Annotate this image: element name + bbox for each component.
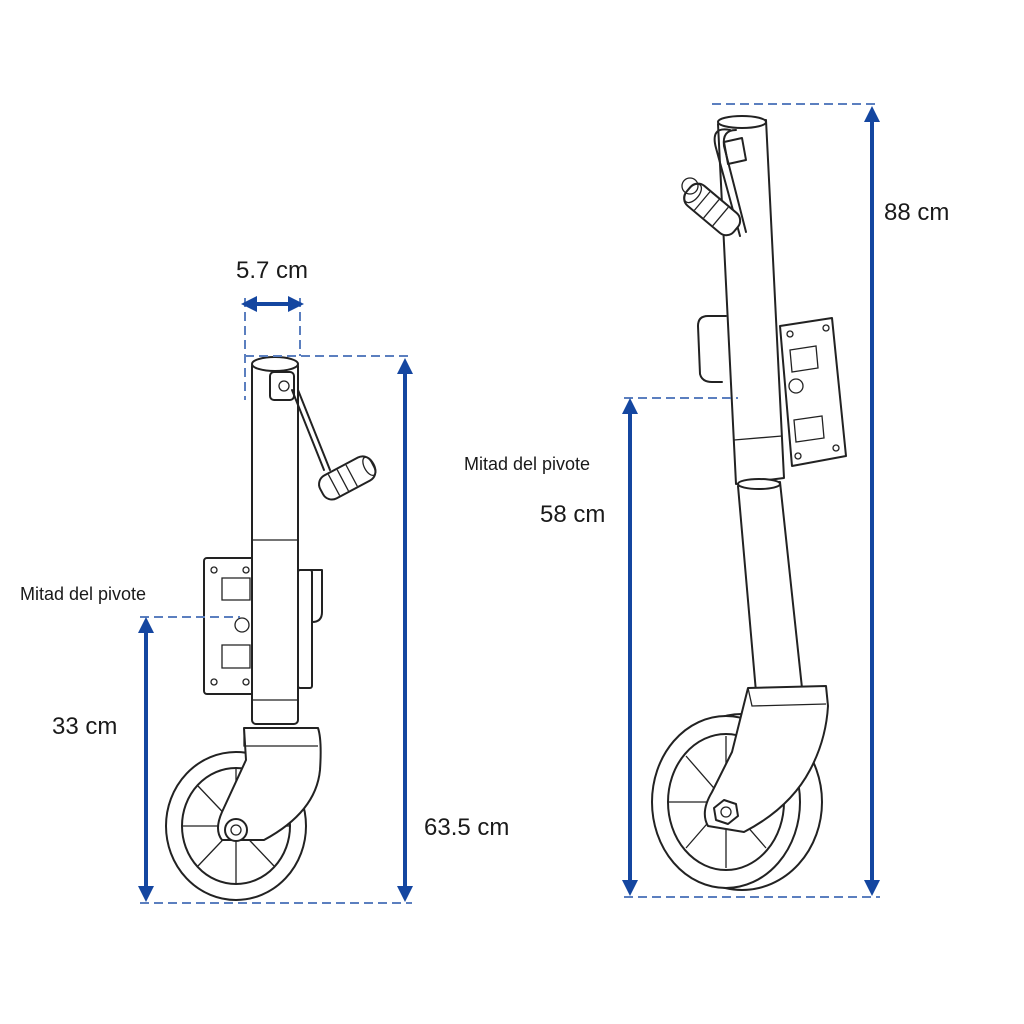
- right-pivot-label: Mitad del pivote: [464, 454, 590, 474]
- right-dimensions: 88 cm Mitad del pivote 58 cm: [464, 103, 949, 898]
- left-mount-plate: [203, 557, 257, 695]
- left-dimensions: 5.7 cm Mitad del pivote 33 cm 63.5 cm: [20, 257, 509, 904]
- left-pivot-height-label: 33 cm: [52, 713, 117, 740]
- right-mount-plate: [779, 317, 847, 467]
- left-tube: [251, 356, 299, 725]
- left-pivot-label: Mitad del pivote: [20, 584, 146, 604]
- right-lower-tube: [737, 478, 803, 693]
- left-caster-housing: [217, 727, 322, 842]
- right-pivot-height-label: 58 cm: [540, 501, 605, 528]
- right-hook: [697, 315, 727, 383]
- left-total-height-label: 63.5 cm: [424, 814, 509, 841]
- right-jack-drawing: [651, 115, 847, 891]
- left-jack-drawing: [165, 356, 377, 901]
- right-caster-housing: [703, 685, 829, 833]
- right-upper-tube: [717, 115, 785, 485]
- left-crank: [269, 371, 377, 501]
- right-total-height-label: 88 cm: [884, 199, 949, 226]
- right-crank: [681, 128, 747, 237]
- width-label: 5.7 cm: [236, 257, 308, 284]
